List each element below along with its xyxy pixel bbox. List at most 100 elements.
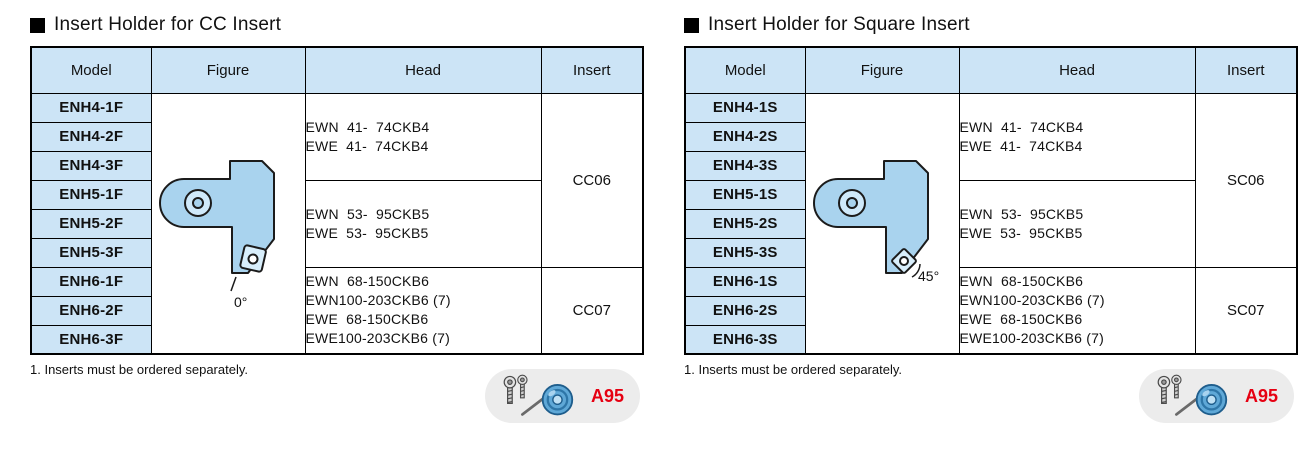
- section-title-text: Insert Holder for Square Insert: [708, 14, 970, 35]
- table-row: ENH5-3F: [30, 237, 643, 268]
- head-line: EWE100-203CKB6 (7): [959, 330, 1104, 347]
- head-line: EWN 53- 95CKB5: [959, 205, 1084, 222]
- table-row: ENH4-3S: [684, 150, 1297, 181]
- section-square-insert: Insert Holder for Square Insert Model Fi…: [684, 14, 1298, 435]
- insert-cell: SC07: [1194, 266, 1298, 355]
- model-cell: ENH4-2F: [30, 121, 152, 152]
- model-cell: ENH4-3S: [684, 150, 806, 181]
- header-figure: Figure: [150, 46, 306, 94]
- header-head: Head: [958, 46, 1196, 94]
- angle-label: 0°: [234, 294, 247, 310]
- table-row: ENH4-1S: [684, 92, 1298, 355]
- header-row: Model Figure Head Insert: [684, 46, 1298, 94]
- model-cell: ENH6-2S: [684, 295, 806, 326]
- screw-icon: [517, 374, 528, 399]
- header-insert: Insert: [1194, 46, 1298, 94]
- angle-arrow: [230, 276, 237, 292]
- table-row: ENH6-1F EWN 68-150CKB6 EWN100-203CKB6 (7…: [30, 266, 644, 355]
- screws-and-holder-icon: [503, 374, 574, 416]
- header-model: Model: [684, 46, 806, 94]
- model-cell: ENH6-2F: [30, 295, 152, 326]
- footnote: 1. Inserts must be ordered separately.: [684, 362, 902, 377]
- head-cell: EWN 41- 74CKB4 EWE 41- 74CKB4: [304, 92, 542, 181]
- figure-cell: 0°: [150, 92, 306, 355]
- head-line: EWE 68-150CKB6: [959, 311, 1083, 328]
- head-cell: EWN 41- 74CKB4 EWE 41- 74CKB4: [958, 92, 1196, 181]
- head-line: EWE 53- 95CKB5: [959, 224, 1083, 241]
- section-title-text: Insert Holder for CC Insert: [54, 14, 282, 35]
- angle-label: 45°: [918, 268, 939, 284]
- model-cell: ENH4-3F: [30, 150, 152, 181]
- clamp-hole-inner: [846, 196, 858, 209]
- screw-icon: [1157, 375, 1171, 404]
- screw-icon: [1171, 374, 1182, 399]
- model-cell: ENH5-1S: [684, 179, 806, 210]
- model-cell: ENH5-1F: [30, 179, 152, 210]
- head-cell: EWN 68-150CKB6 EWN100-203CKB6 (7) EWE 68…: [304, 266, 542, 355]
- angle-arc: [911, 263, 921, 278]
- head-line: EWE 41- 74CKB4: [305, 137, 429, 154]
- head-line: EWN 41- 74CKB4: [305, 118, 430, 135]
- table-row: ENH5-1F EWN 53- 95CKB5 EWE 53- 95CKB5: [30, 179, 643, 268]
- page-ref-badge[interactable]: A95: [484, 369, 640, 423]
- head-line: EWN100-203CKB6 (7): [959, 292, 1105, 309]
- head-line: EWE 53- 95CKB5: [305, 224, 429, 241]
- holder-knob-icon: [541, 384, 574, 416]
- footnote: 1. Inserts must be ordered separately.: [30, 362, 248, 377]
- square-insert-shape: [891, 247, 917, 274]
- head-cell: EWN 53- 95CKB5 EWE 53- 95CKB5: [304, 179, 542, 268]
- page-ref-badge[interactable]: A95: [1138, 369, 1294, 423]
- head-line: EWE 41- 74CKB4: [959, 137, 1083, 154]
- header-insert: Insert: [540, 46, 644, 94]
- section-marker-icon: [684, 17, 699, 33]
- head-line: EWN100-203CKB6 (7): [305, 292, 451, 309]
- header-row: Model Figure Head Insert: [30, 46, 644, 94]
- head-line: EWN 41- 74CKB4: [959, 118, 1084, 135]
- model-cell: ENH4-1F: [30, 92, 152, 123]
- header-model: Model: [30, 46, 152, 94]
- header-head: Head: [304, 46, 542, 94]
- tool-holder-figure-square: 45°: [813, 159, 939, 284]
- section-title: Insert Holder for Square Insert: [684, 14, 1296, 36]
- table-row: ENH5-3S: [684, 237, 1297, 268]
- model-cell: ENH6-3F: [30, 324, 152, 355]
- model-cell: ENH6-1F: [30, 266, 152, 297]
- head-line: EWE 68-150CKB6: [305, 311, 429, 328]
- table-row: ENH5-2F: [30, 208, 643, 239]
- head-cell: EWN 68-150CKB6 EWN100-203CKB6 (7) EWE 68…: [958, 266, 1196, 355]
- table-row: ENH6-3S: [684, 324, 1297, 355]
- model-cell: ENH6-3S: [684, 324, 806, 355]
- section-cc-insert: Insert Holder for CC Insert Model Figure…: [30, 14, 644, 435]
- table-row: ENH6-3F: [30, 324, 643, 355]
- insert-cell: SC06: [1194, 92, 1298, 268]
- page-ref-label: A95: [590, 385, 624, 406]
- header-figure: Figure: [804, 46, 960, 94]
- model-cell: ENH5-2F: [30, 208, 152, 239]
- head-line: EWN 68-150CKB6: [959, 273, 1084, 290]
- page-ref-label: A95: [1244, 385, 1278, 406]
- table-row: ENH6-1S EWN 68-150CKB6 EWN100-203CKB6 (7…: [684, 266, 1298, 355]
- tool-holder-figure-cc: 0°: [159, 159, 275, 310]
- insert-cell: CC06: [540, 92, 644, 268]
- screws-and-holder-icon: [1157, 374, 1228, 416]
- head-cell: EWN 53- 95CKB5 EWE 53- 95CKB5: [958, 179, 1196, 268]
- model-cell: ENH5-2S: [684, 208, 806, 239]
- section-marker-icon: [30, 17, 45, 33]
- section-title: Insert Holder for CC Insert: [30, 14, 642, 36]
- clamp-hole-inner: [192, 196, 204, 209]
- table-row: ENH4-2F: [30, 121, 643, 152]
- model-cell: ENH5-3S: [684, 237, 806, 268]
- table-row: ENH5-2S: [684, 208, 1297, 239]
- screw-icon: [503, 375, 517, 404]
- cc-insert-table: Model Figure Head Insert ENH4-1F: [30, 46, 644, 355]
- figure-cell: 45°: [804, 92, 960, 355]
- head-line: EWN 68-150CKB6: [305, 273, 430, 290]
- panel-footer: 1. Inserts must be ordered separately.: [30, 355, 642, 435]
- insert-cell: CC07: [540, 266, 644, 355]
- model-cell: ENH5-3F: [30, 237, 152, 268]
- head-line: EWE100-203CKB6 (7): [305, 330, 450, 347]
- model-cell: ENH6-1S: [684, 266, 806, 297]
- model-cell: ENH4-2S: [684, 121, 806, 152]
- table-row: ENH5-1S EWN 53- 95CKB5 EWE 53- 95CKB5: [684, 179, 1297, 268]
